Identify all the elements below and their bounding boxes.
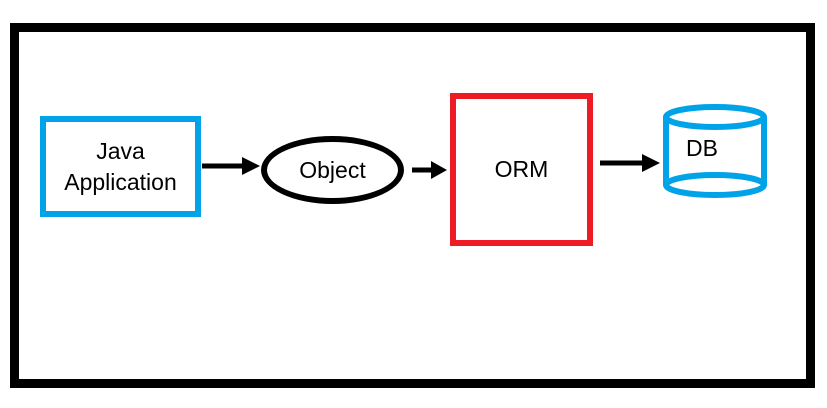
node-orm-label: ORM bbox=[494, 156, 549, 182]
arrow-java-to-object-icon bbox=[202, 157, 260, 175]
node-object-label: Object bbox=[299, 156, 366, 183]
arrow-orm-to-db-icon bbox=[600, 154, 660, 172]
node-object: Object bbox=[261, 136, 404, 204]
node-java-application-label-line2: Application bbox=[64, 168, 177, 195]
arrow-object-to-orm-icon bbox=[412, 161, 447, 179]
node-java-application-label-line1: Java bbox=[96, 137, 145, 164]
node-java-application: Java Application bbox=[40, 116, 201, 217]
node-orm: ORM bbox=[450, 93, 593, 246]
db-cylinder-icon bbox=[663, 104, 767, 198]
node-db-label: DB bbox=[686, 135, 718, 161]
